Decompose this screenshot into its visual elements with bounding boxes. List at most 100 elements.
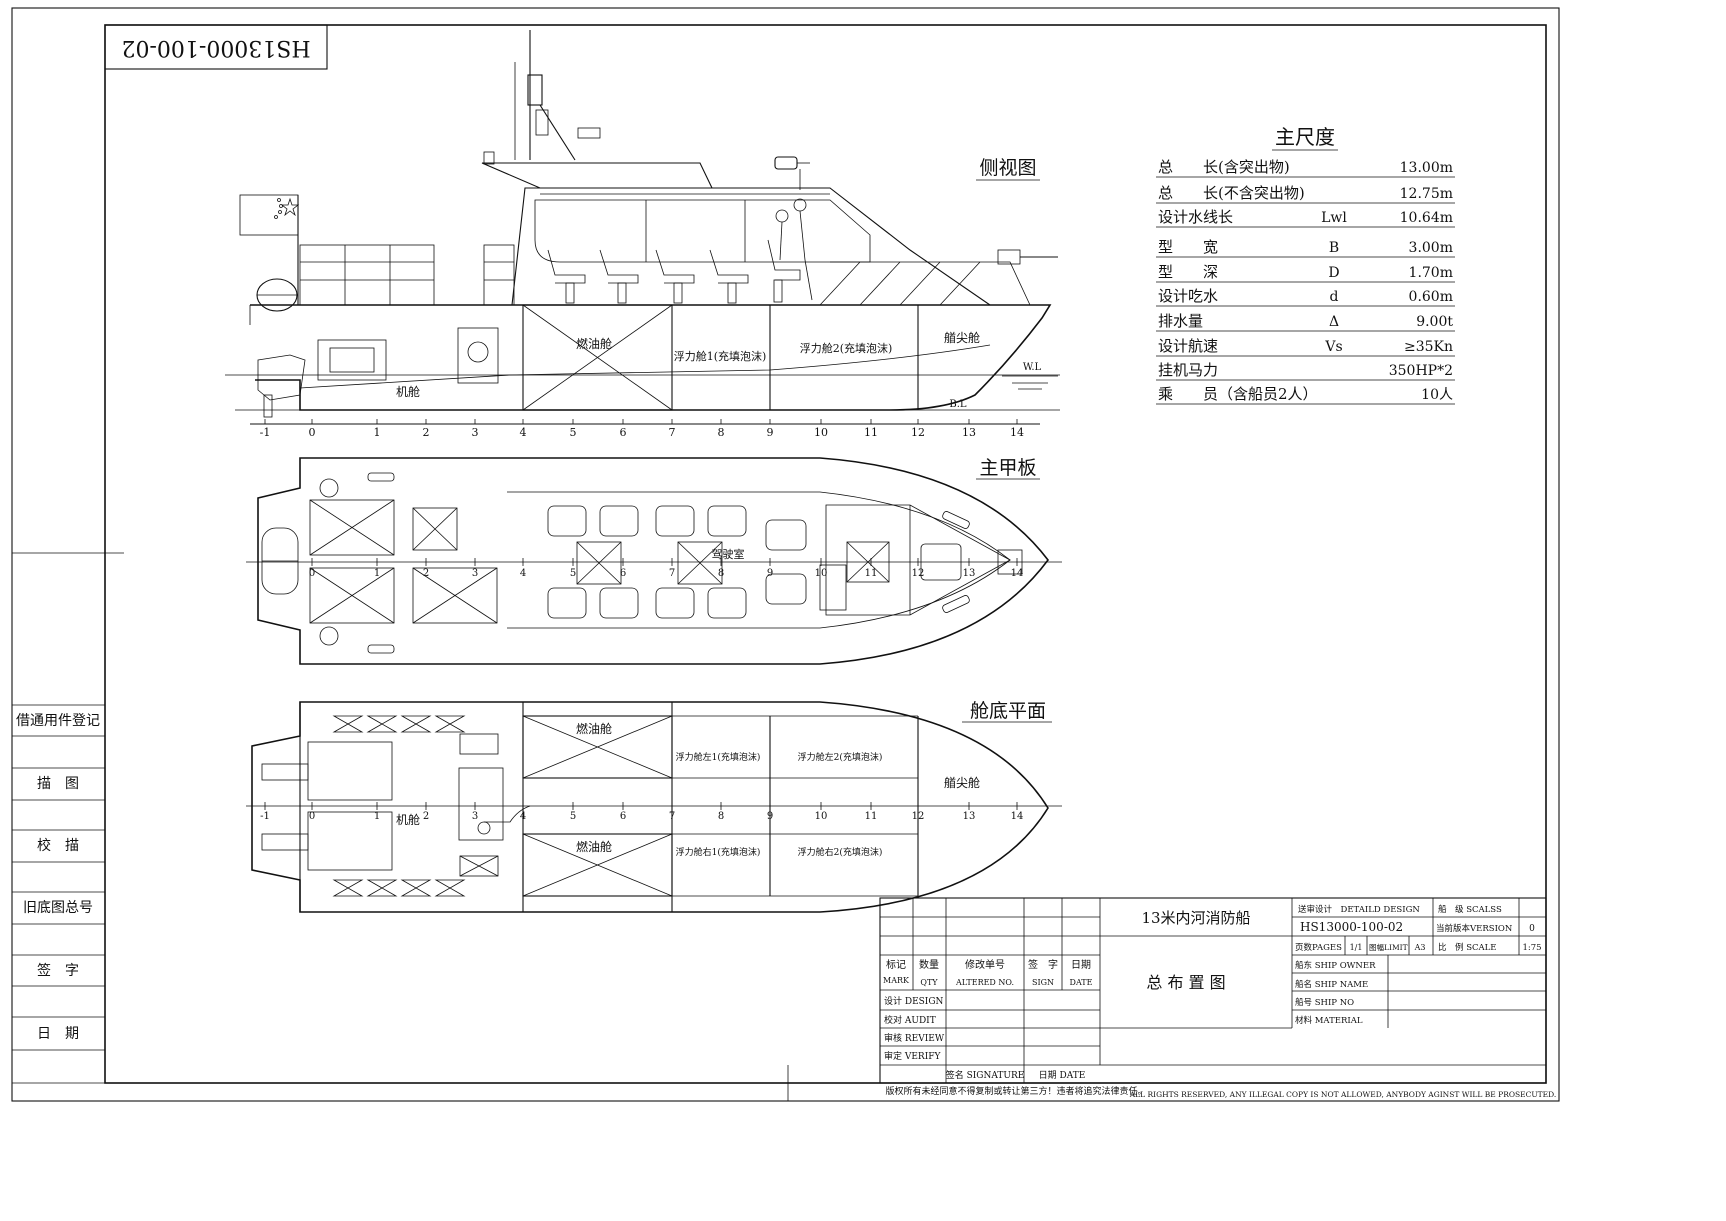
- side-bow-label: 艏尖舱: [944, 331, 980, 345]
- side-frame-2: 2: [423, 426, 430, 439]
- bottom-frame-8: 8: [718, 811, 724, 822]
- register-date: 日 期: [37, 1026, 79, 1042]
- bottom-engine-label: 机舱: [396, 813, 420, 827]
- bottom-frame-2: 2: [423, 811, 429, 822]
- dim-label-7: 设计航速: [1158, 337, 1218, 355]
- tb-date-en: DATE: [1070, 978, 1093, 987]
- title-block: 标记 MARK 数量 QTY 修改单号 ALTERED NO. 签 字 SIGN…: [879, 897, 1547, 1084]
- register-borrow: 借通用件登记: [16, 713, 100, 729]
- side-frame-12: 12: [911, 426, 925, 439]
- dim-value-9: 10人: [1421, 387, 1453, 403]
- deck-frame-13: 13: [963, 568, 976, 579]
- waterline-label: W.L: [1023, 362, 1042, 373]
- inner-border: [104, 24, 1547, 1084]
- side-frame-3: 3: [472, 426, 479, 439]
- tb-class: 船 级 SCALSS: [1438, 904, 1502, 915]
- ship-title: 13米内河消防船: [1141, 909, 1250, 927]
- tb-sig-date: 日期 DATE: [1039, 1070, 1086, 1081]
- bottom-fuel-bottom-label: 燃油舱: [576, 839, 612, 854]
- tb-version-value: 0: [1529, 924, 1535, 934]
- side-fuel-label: 燃油舱: [576, 336, 612, 351]
- dim-label-1: 总 长(不含突出物): [1158, 184, 1305, 202]
- general-arrangement-drawing: HS13000-100-02 借通用件登记 描 图 校 描 旧底图总号 签 字 …: [11, 7, 1560, 1102]
- deck-frame-5: 5: [570, 568, 576, 579]
- bottom-frame-10: 10: [815, 811, 828, 822]
- dim-symbol-7: Vs: [1324, 339, 1342, 355]
- side-frame-14: 14: [1010, 426, 1024, 439]
- tb-limit-label: 图幅LIMIT: [1369, 942, 1408, 952]
- deck-frame-8: 8: [718, 568, 724, 579]
- dim-label-4: 型 深: [1158, 263, 1218, 281]
- side-frame-13: 13: [962, 426, 976, 439]
- dim-value-0: 13.00m: [1400, 160, 1453, 176]
- dim-value-1: 12.75m: [1400, 186, 1453, 202]
- side-frame-6: 6: [620, 426, 627, 439]
- left-register: 借通用件登记 描 图 校 描 旧底图总号 签 字 日 期: [12, 552, 124, 1051]
- dim-label-2: 设计水线长: [1158, 208, 1233, 226]
- tb-pages-value: 1/1: [1350, 943, 1363, 952]
- dim-symbol-3: B: [1329, 240, 1339, 256]
- tb-material: 材料 MATERIAL: [1295, 1015, 1363, 1026]
- side-frame-8: 8: [718, 426, 725, 439]
- tb-stage: 送审设计 DETAILD DESIGN: [1298, 904, 1420, 915]
- dim-value-3: 3.00m: [1409, 240, 1453, 256]
- tb-owner: 船东 SHIP OWNER: [1295, 960, 1376, 971]
- side-float2-label: 浮力舱2(充填泡沫): [800, 341, 893, 355]
- tb-qty-cn: 数量: [919, 958, 939, 971]
- side-engine-label: 机舱: [396, 385, 420, 399]
- side-frame-5: 5: [570, 426, 577, 439]
- register-trace: 描 图: [37, 776, 79, 792]
- dim-value-6: 9.00t: [1416, 314, 1453, 330]
- tb-scale-label: 比 例 SCALE: [1438, 942, 1497, 953]
- register-sign: 签 字: [37, 962, 79, 979]
- side-frame-10: 10: [814, 426, 828, 439]
- outer-border: [11, 7, 1560, 1102]
- bottom-plan-title: 舱底平面: [970, 700, 1046, 722]
- tb-version-label: 当前版本VERSION: [1436, 923, 1513, 934]
- tb-pages-label: 页数PAGES: [1295, 942, 1342, 953]
- deck-frame-1: 1: [374, 568, 380, 579]
- side-seats: [547, 239, 801, 304]
- tb-mark-cn: 标记: [886, 959, 906, 971]
- dim-value-4: 1.70m: [1409, 265, 1453, 281]
- bottom-float-right2-label: 浮力舱右2(充填泡沫): [798, 846, 883, 858]
- side-frame-0: 0: [309, 426, 316, 439]
- dim-value-2: 10.64m: [1400, 210, 1453, 226]
- deck-frame-10: 10: [815, 568, 828, 579]
- tb-sign-en: SIGN: [1032, 978, 1054, 987]
- bottom-frame-11: 11: [865, 811, 878, 822]
- drawing-number: HS13000-100-02: [121, 35, 310, 60]
- dim-symbol-2: Lwl: [1321, 210, 1347, 226]
- side-view-title: 侧视图: [979, 157, 1036, 179]
- copyright-cn: 版权所有未经同意不得复制或转让第三方！违者将追究法律责任。: [885, 1085, 1146, 1097]
- dim-symbol-5: d: [1330, 289, 1339, 305]
- dim-label-8: 挂机马力: [1158, 361, 1218, 379]
- dim-label-0: 总 长(含突出物): [1158, 158, 1290, 176]
- bottom-frame-9: 9: [767, 811, 773, 822]
- dim-symbol-4: D: [1328, 265, 1339, 281]
- flag-icon: [239, 194, 300, 305]
- deck-plan-title: 主甲板: [979, 457, 1036, 479]
- bottom-frame-7: 7: [669, 811, 675, 822]
- side-frame--1: -1: [260, 426, 271, 439]
- side-float1-label: 浮力舱1(充填泡沫): [674, 349, 767, 363]
- tb-limit-value: A3: [1414, 943, 1426, 952]
- dim-label-6: 排水量: [1158, 312, 1203, 330]
- dim-value-5: 0.60m: [1409, 289, 1453, 305]
- deck-frame-9: 9: [767, 568, 773, 579]
- deck-frame-11: 11: [865, 568, 878, 579]
- dim-label-3: 型 宽: [1158, 238, 1218, 256]
- side-view: 侧视图: [225, 30, 1060, 439]
- deck-frame-0: 0: [309, 568, 315, 579]
- tb-drawing-no: HS13000-100-02: [1300, 920, 1403, 934]
- tb-date-cn: 日期: [1071, 959, 1091, 971]
- deck-seats: [547, 505, 807, 619]
- bottom-frame-4: 4: [520, 811, 526, 822]
- tb-mark-en: MARK: [883, 976, 910, 985]
- bottom-frame-14: 14: [1011, 811, 1024, 822]
- bottom-frame-1: 1: [374, 811, 380, 822]
- bottom-frame--1: -1: [260, 811, 270, 822]
